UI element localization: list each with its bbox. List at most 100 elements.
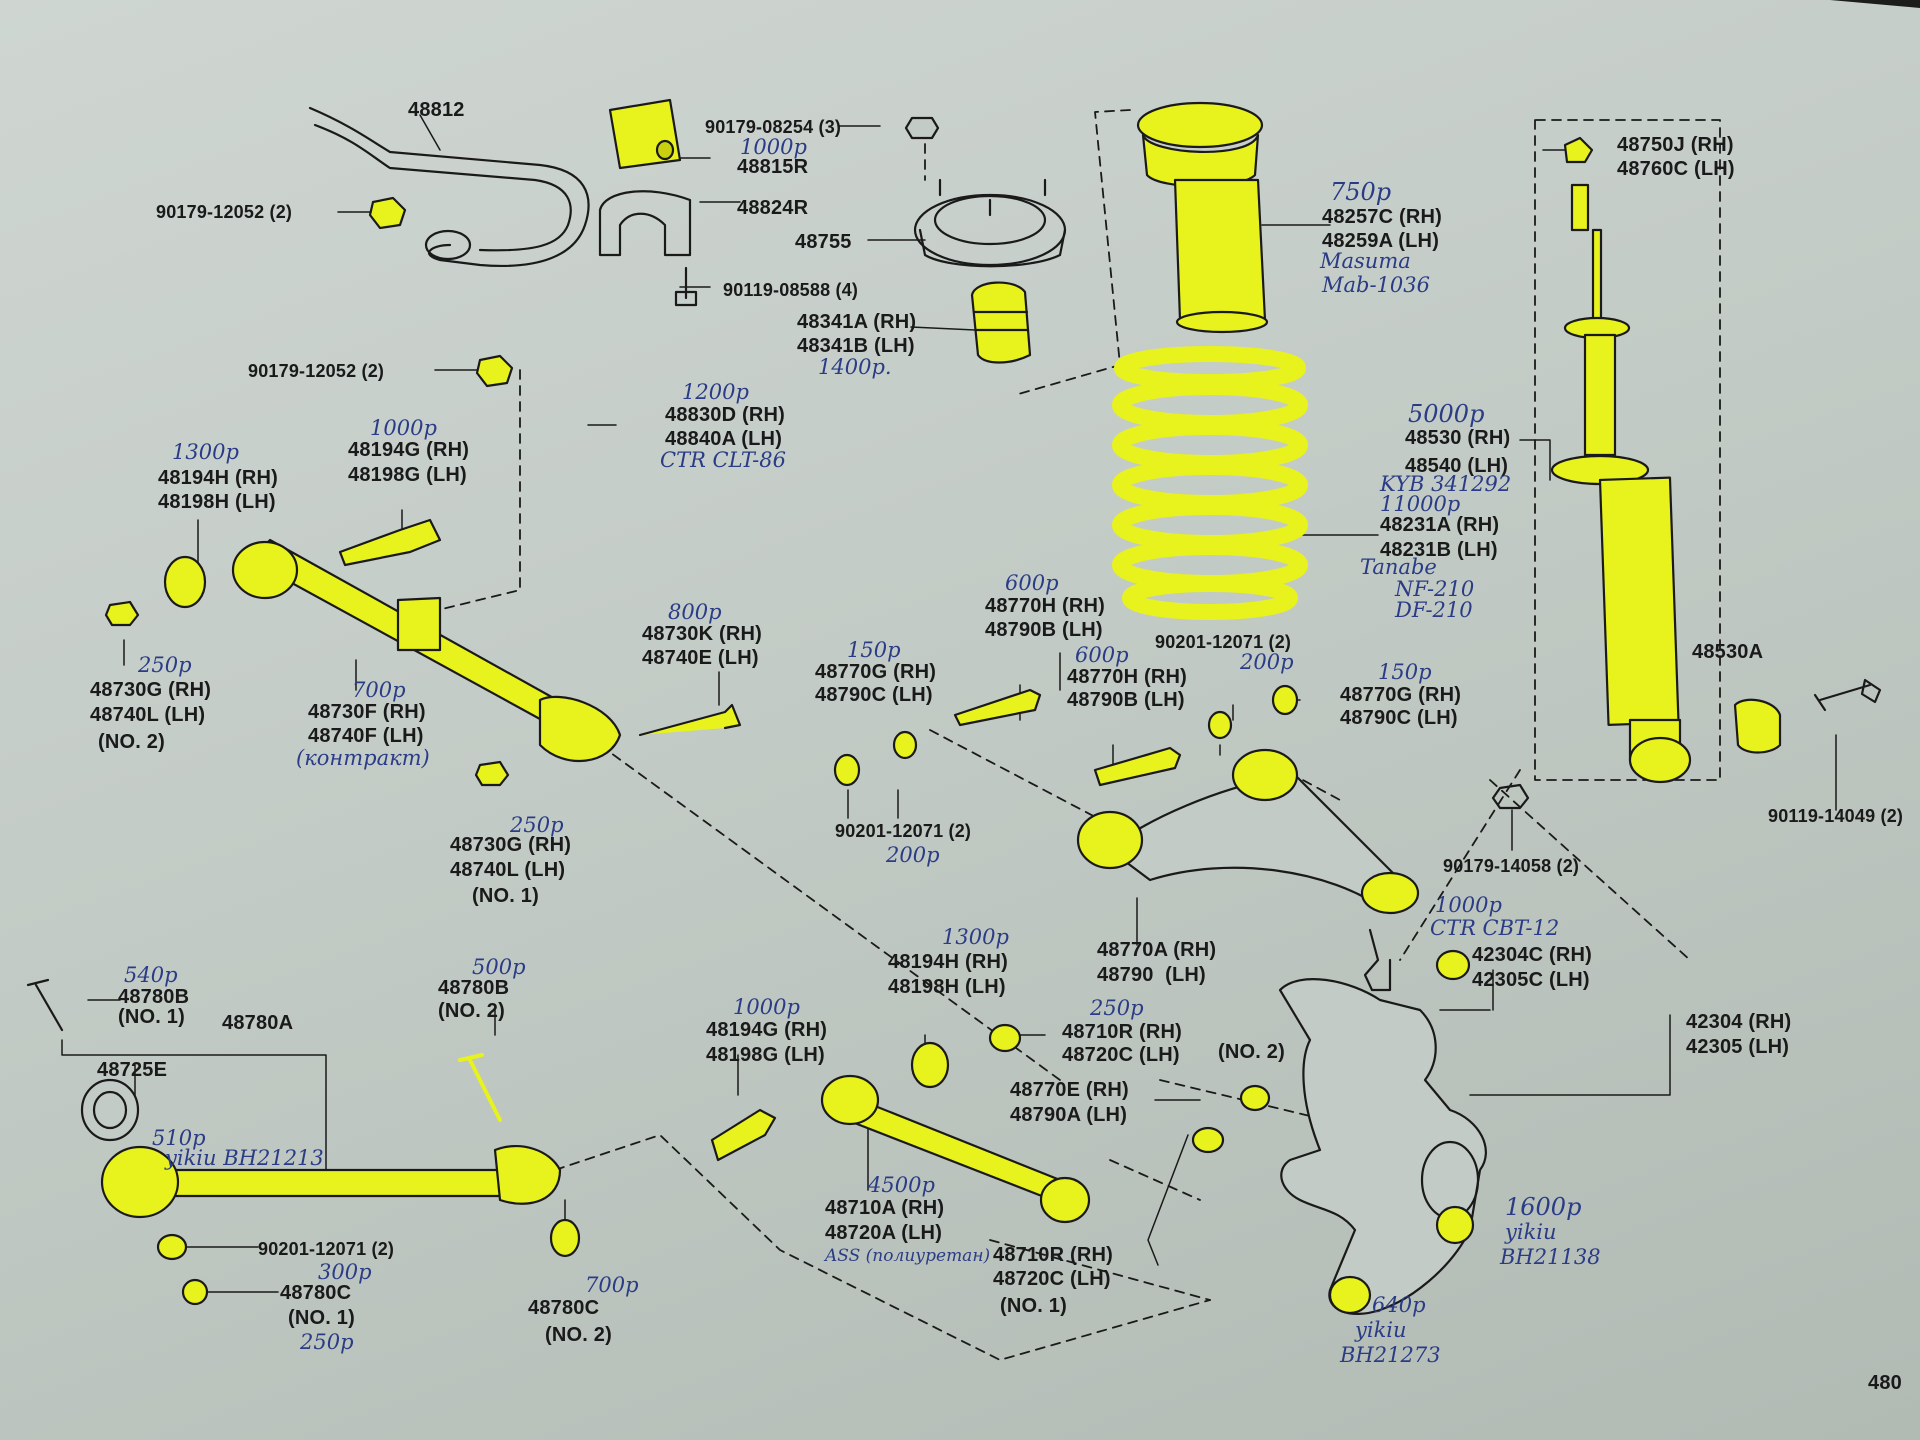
dust-boot-48257c [1136, 101, 1269, 334]
nut-90179-12052-a [368, 196, 407, 230]
note-bh21273: BH21273 [1340, 1343, 1441, 1367]
note-nf-210: NF-210 [1395, 577, 1475, 601]
label-48770a: 48770A (RH) [1097, 939, 1217, 961]
label-48198h-b: 48198H (LH) [888, 976, 1006, 998]
label-no1-b: (NO. 1) [118, 1006, 185, 1028]
note-540: 540р [124, 963, 178, 987]
label-90201-12071-a: 90201-12071 (2) [1155, 632, 1292, 652]
bolt-48194g-b [710, 1108, 777, 1162]
bolt-48780b-no2 [458, 1053, 502, 1122]
bolt-48730k [638, 703, 742, 737]
note-510: 510р [152, 1126, 206, 1150]
nut-48780c-no2 [549, 1218, 581, 1258]
label-48840a: 48840A (LH) [665, 428, 783, 450]
label-48231a: 48231A (RH) [1380, 514, 1500, 536]
page-number: 480 [1868, 1372, 1902, 1394]
label-48530a: 48530A [1692, 641, 1764, 663]
label-48770g-b: 48770G (RH) [1340, 684, 1462, 706]
label-48770h-b: 48770H (RH) [1067, 666, 1188, 688]
bushing-48194h [163, 555, 207, 609]
label-48750j: 48750J (RH) [1617, 134, 1734, 156]
label-90179-14058: 90179-14058 (2) [1443, 856, 1580, 876]
label-48790: 48790 (LH) [1097, 964, 1206, 986]
label-48730k: 48730K (RH) [642, 623, 763, 645]
note-750: 750р [1330, 178, 1392, 206]
bolt-48770h-a [953, 688, 1042, 727]
bolt-48770h-b [1093, 746, 1182, 787]
label-no2-d: (NO. 2) [545, 1324, 612, 1346]
label-48812: 48812 [408, 99, 465, 121]
note-df-210: DF-210 [1395, 598, 1473, 622]
label-48194g-a: 48194G (RH) [348, 439, 470, 461]
label-42304c: 42304C (RH) [1472, 944, 1593, 966]
label-48790b-b: 48790B (LH) [1067, 689, 1185, 711]
label-48194g-b: 48194G (RH) [706, 1019, 828, 1041]
bushing-48530a [1733, 698, 1782, 754]
label-90179-08254: 90179-08254 (3) [705, 117, 842, 137]
bracket-48824r [598, 190, 692, 257]
label-48259a: 48259A (LH) [1322, 230, 1440, 252]
note-masuma: Masuma [1320, 249, 1411, 273]
label-90201-12071-b: 90201-12071 (2) [835, 821, 972, 841]
shock-absorber-48530 [1550, 136, 1692, 784]
nut-48770g-b [1271, 684, 1299, 716]
label-48720c-no1: 48720C (LH) [993, 1268, 1111, 1290]
note-600-b: 600р [1075, 643, 1129, 667]
nut-90201-12071-c [156, 1233, 188, 1261]
guide-lines [429, 109, 1721, 1361]
bump-stop-48341 [970, 281, 1032, 364]
label-48720c-no2: 48720C (LH) [1062, 1044, 1180, 1066]
note-150-a: 150р [847, 638, 901, 662]
knuckle-42304 [1278, 978, 1487, 1315]
note-1300-a: 1300р [172, 440, 239, 464]
lower-arm-48780a [100, 1145, 562, 1219]
label-48780b-no2: 48780B [438, 977, 510, 999]
note-contract: (контракт) [296, 746, 430, 770]
note-yikiu-bh21213: yikiu BH21213 [165, 1146, 324, 1170]
nut-48770g-a [833, 753, 861, 787]
label-48710a: 48710A (RH) [825, 1197, 945, 1219]
label-48760c: 48760C (LH) [1617, 158, 1735, 180]
label-48740l-no1: 48740L (LH) [450, 859, 566, 881]
bushing-48194h-b [910, 1041, 950, 1089]
nut-90179-12052-b [475, 354, 514, 388]
lower-link-48710a [820, 1074, 1091, 1224]
note-250-d: 250р [300, 1330, 354, 1354]
upper-control-arm-48770a [1076, 748, 1420, 992]
label-48780c-no2: 48780C [528, 1297, 600, 1319]
label-no2-b: (NO. 2) [438, 1000, 505, 1022]
bushing-42304c [1435, 949, 1471, 981]
label-90119-14049: 90119-14049 (2) [1768, 806, 1904, 826]
label-48740e: 48740E (LH) [642, 647, 759, 669]
bushing-48725e [80, 1078, 140, 1142]
label-48770e: 48770E (RH) [1010, 1079, 1129, 1101]
label-90179-12052-a: 90179-12052 (2) [156, 202, 293, 222]
note-mab-1036: Mab-1036 [1322, 273, 1431, 297]
note-ass-polyurethane: ASS (полиуретан) [825, 1246, 991, 1266]
label-48530: 48530 (RH) [1405, 427, 1511, 449]
stabilizer-bar [308, 106, 590, 267]
label-42304: 42304 (RH) [1686, 1011, 1792, 1033]
note-1000-48815r: 1000р [740, 135, 807, 159]
note-yikiu-a: yikiu [1505, 1220, 1557, 1244]
label-48815r: 48815R [737, 156, 809, 178]
label-no2-a: (NO. 2) [98, 731, 165, 753]
nut-90179-08254 [904, 116, 940, 140]
label-48770g-a: 48770G (RH) [815, 661, 937, 683]
label-no1-c: (NO. 1) [288, 1307, 355, 1329]
note-300: 300р [318, 1260, 372, 1284]
label-48194h-b: 48194H (RH) [888, 951, 1009, 973]
label-48720a: 48720A (LH) [825, 1222, 943, 1244]
label-48730f: 48730F (RH) [308, 701, 426, 723]
label-48198g-b: 48198G (LH) [706, 1044, 825, 1066]
note-250-c: 250р [1090, 996, 1144, 1020]
note-600-a: 600р [1005, 571, 1059, 595]
bolt-90119-08588 [674, 266, 698, 307]
label-90119-08588: 90119-08588 (4) [723, 280, 859, 300]
label-48257c: 48257C (RH) [1322, 206, 1443, 228]
label-42305: 42305 (LH) [1686, 1036, 1790, 1058]
label-48710r-no2: 48710R (RH) [1062, 1021, 1183, 1043]
label-48194h-a: 48194H (RH) [158, 467, 279, 489]
note-kyb-341292: KYB 341292 [1380, 472, 1512, 496]
